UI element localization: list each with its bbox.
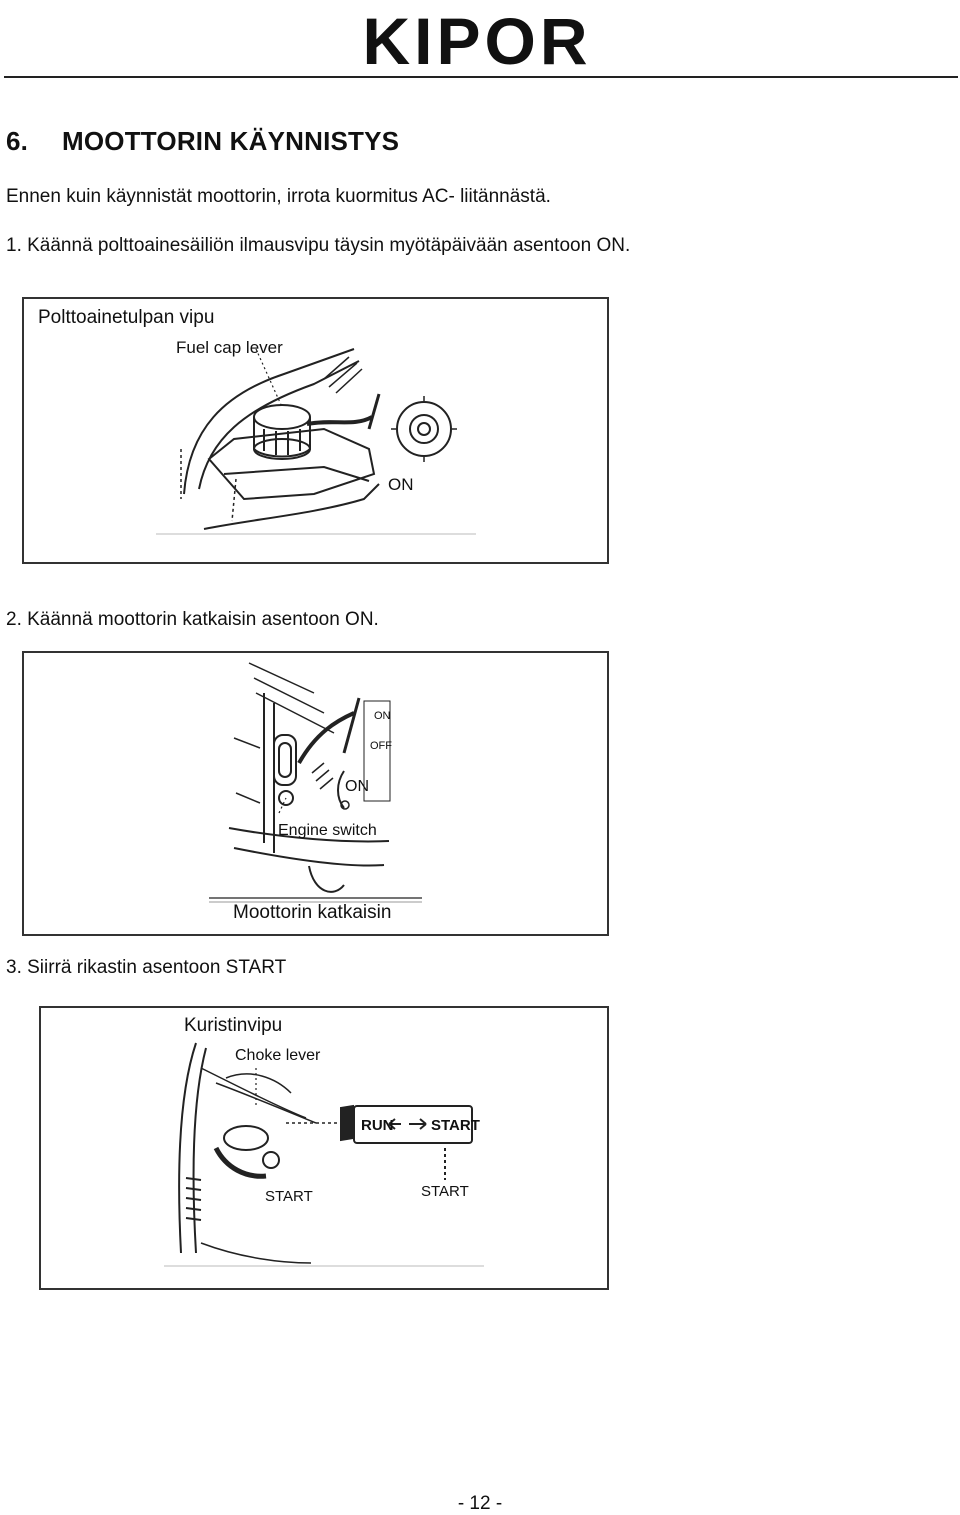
svg-text:KIPOR: KIPOR [362,10,591,70]
engine-switch-figure: ON OFF ON Engine switch [22,651,609,936]
switch-on-label: ON [345,778,369,795]
fuel-cap-caption: Polttoainetulpan vipu [38,307,215,328]
section-title-text: MOOTTORIN KÄYNNISTYS [62,126,400,156]
engine-switch-illustration: ON OFF ON Engine switch [209,662,422,903]
panel-run-label: RUN [361,1117,394,1134]
section-number: 6. [6,126,29,156]
choke-lever-label: Choke lever [235,1047,321,1064]
kipor-logo: KIPOR [322,4,632,78]
header-divider [4,76,958,78]
engine-switch-label: Engine switch [278,822,377,839]
choke-lever-illustration: Choke lever RUN START START START [164,1042,484,1267]
fuel-cap-figure: Fuel cap lever ON [22,297,609,564]
step-2-text: 2. Käännä moottorin katkaisin asentoon O… [6,609,379,630]
switch-off-marker [340,800,350,810]
choke-start-label: START [265,1188,313,1205]
engine-switch-caption: Moottorin katkaisin [233,902,392,923]
choke-lever-caption: Kuristinvipu [184,1015,283,1036]
switch-off-label: OFF [370,740,392,752]
switch-small-on-label: ON [374,710,391,722]
choke-lever-figure: Choke lever RUN START START START [39,1006,609,1290]
intro-paragraph: Ennen kuin käynnistät moottorin, irrota … [6,186,551,207]
section-title: 6. MOOTTORIN KÄYNNISTYS [6,126,399,157]
step-3-text: 3. Siirrä rikastin asentoon START [6,957,287,978]
step-1-text: 1. Käännä polttoainesäiliön ilmausvipu t… [6,235,631,256]
fuel-cap-illustration: Fuel cap lever ON [156,338,476,535]
page-number: - 12 - [457,1493,503,1514]
panel-start-caption-label: START [421,1183,469,1200]
fuel-cap-on-label: ON [388,475,414,494]
panel-start-label: START [431,1117,480,1134]
fuel-cap-lever-label: Fuel cap lever [176,338,283,357]
